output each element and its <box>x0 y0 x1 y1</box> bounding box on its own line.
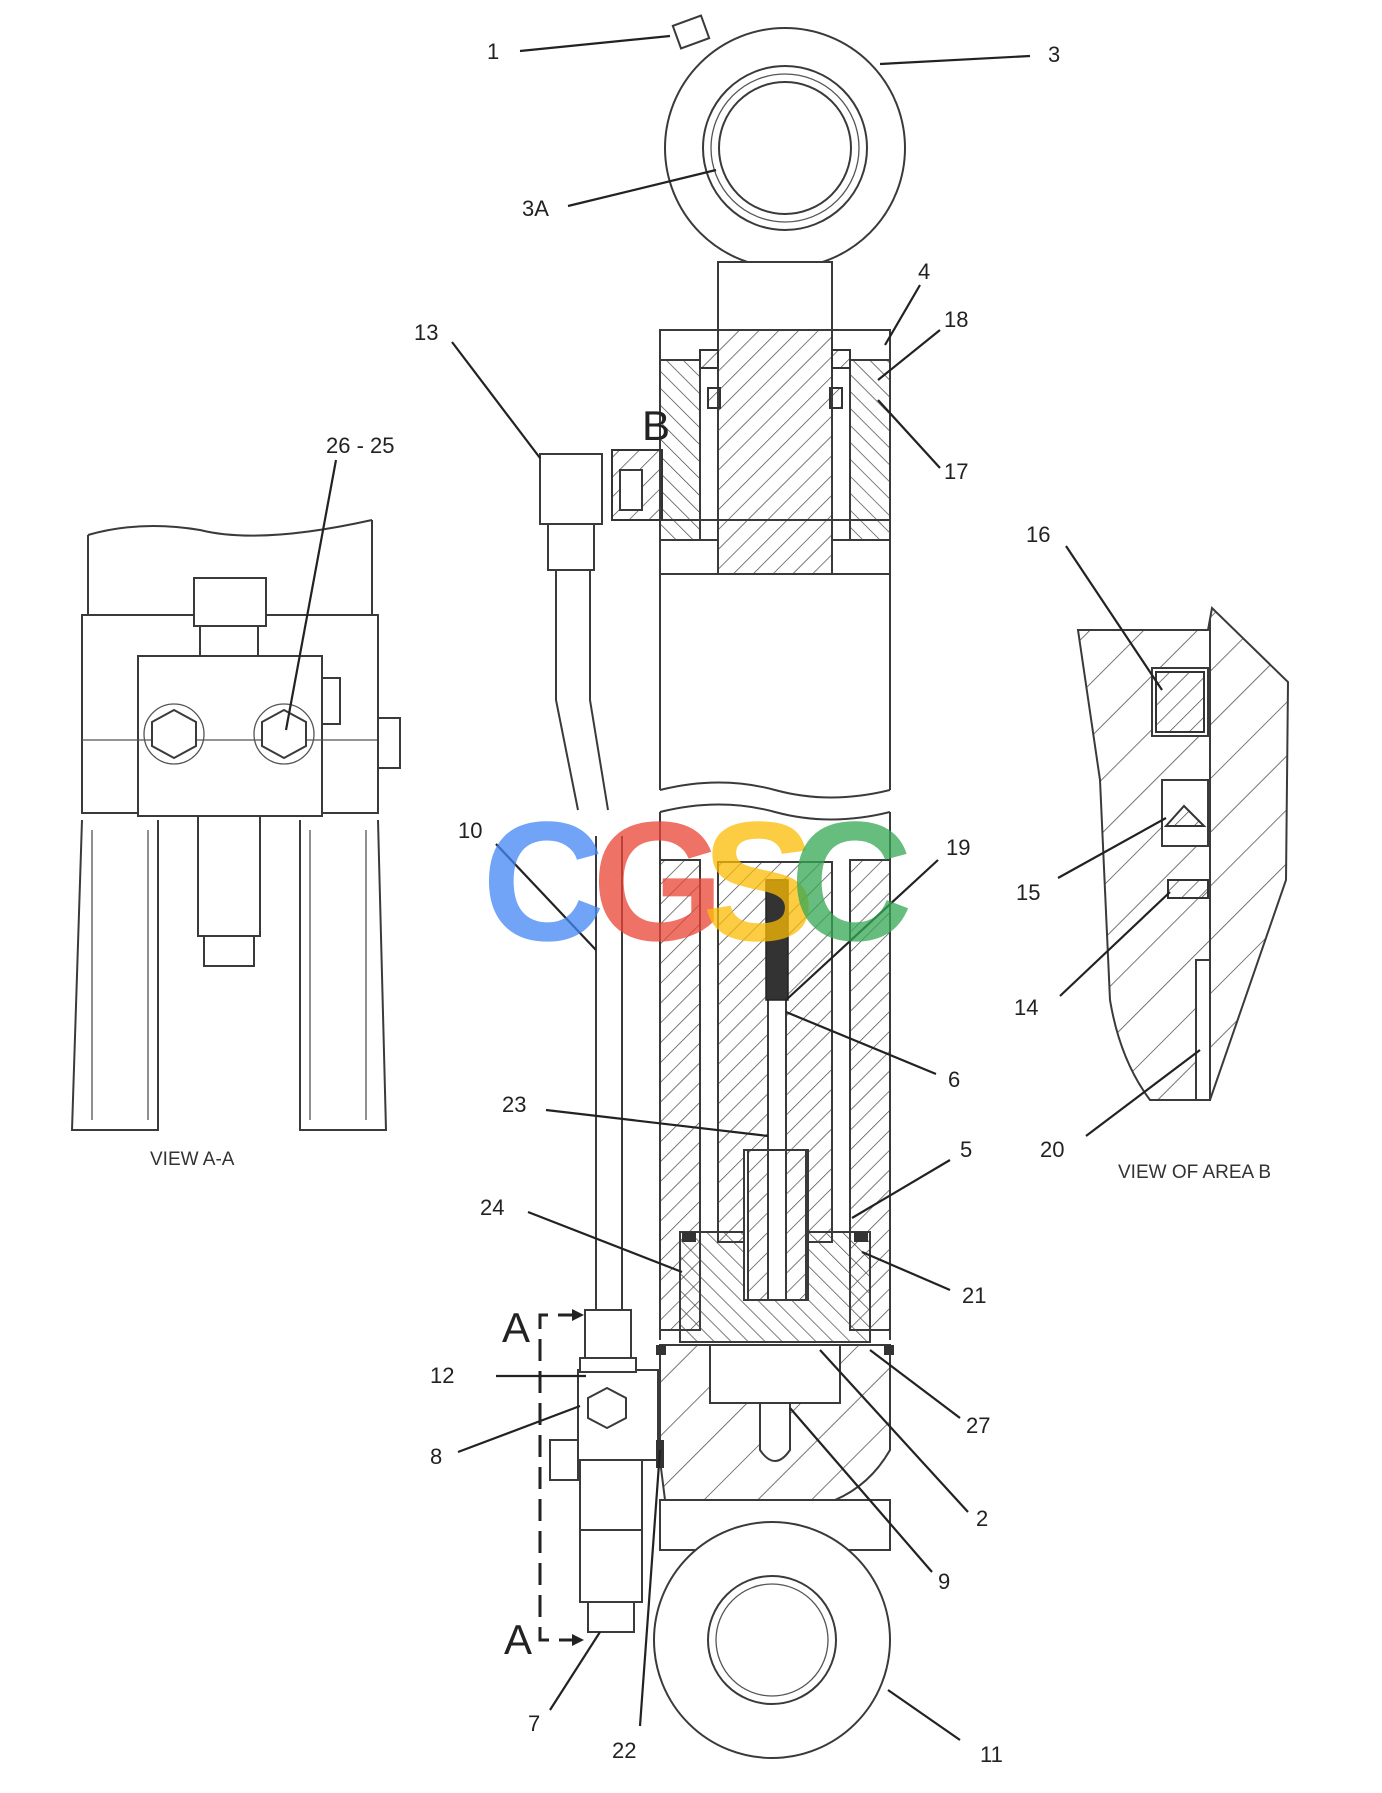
callout-19: 19 <box>946 835 970 860</box>
section-marker-a-bottom: A <box>504 1616 532 1663</box>
callout-21: 21 <box>962 1283 986 1308</box>
callout-3: 3 <box>1048 42 1060 67</box>
callout-3a: 3A <box>522 196 549 221</box>
leader-lines <box>284 34 1201 1741</box>
callout-26-25: 26 - 25 <box>326 433 395 458</box>
callout-4: 4 <box>918 259 930 284</box>
callout-7: 7 <box>528 1711 540 1736</box>
hose-elbow <box>539 453 603 525</box>
callout-12: 12 <box>430 1363 454 1388</box>
callout-6: 6 <box>948 1067 960 1092</box>
callout-20: 20 <box>1040 1137 1064 1162</box>
callout-13: 13 <box>414 320 438 345</box>
watermark-letter-g: G <box>592 787 724 977</box>
view-of-area-b: VIEW OF AREA B <box>1076 605 1290 1183</box>
callout-9: 9 <box>938 1569 950 1594</box>
callout-17: 17 <box>944 459 968 484</box>
main-cylinder <box>538 14 906 1759</box>
section-marker-a-top: A <box>502 1304 530 1351</box>
callout-15: 15 <box>1016 880 1040 905</box>
callout-2: 2 <box>976 1506 988 1531</box>
watermark-logo: C G S C <box>482 787 913 977</box>
watermark-letter-s: S <box>702 787 815 977</box>
callout-18: 18 <box>944 307 968 332</box>
section-marker-b: B <box>642 402 670 449</box>
callout-14: 14 <box>1014 995 1038 1020</box>
callout-5: 5 <box>960 1137 972 1162</box>
callout-27: 27 <box>966 1413 990 1438</box>
base-eye <box>653 1521 891 1759</box>
callout-23: 23 <box>502 1092 526 1117</box>
callout-8: 8 <box>430 1444 442 1469</box>
view-a-a: VIEW A-A <box>70 519 401 1170</box>
callout-22: 22 <box>612 1738 636 1763</box>
callout-24: 24 <box>480 1195 504 1220</box>
grease-fitting <box>671 14 711 50</box>
callout-10: 10 <box>458 818 482 843</box>
view-area-b-caption: VIEW OF AREA B <box>1118 1162 1271 1183</box>
callout-11: 11 <box>980 1742 1003 1767</box>
view-a-a-caption: VIEW A-A <box>150 1149 235 1170</box>
callout-1: 1 <box>487 39 499 64</box>
callout-labels: 1 3 3A 4 18 17 13 26 - 25 10 19 6 23 5 2… <box>326 39 1064 1767</box>
rod-eye <box>664 27 906 269</box>
callout-16: 16 <box>1026 522 1050 547</box>
watermark-letter-c1: C <box>482 787 605 977</box>
section-line-a-a <box>538 1313 580 1642</box>
watermark-letter-c2: C <box>790 787 913 977</box>
